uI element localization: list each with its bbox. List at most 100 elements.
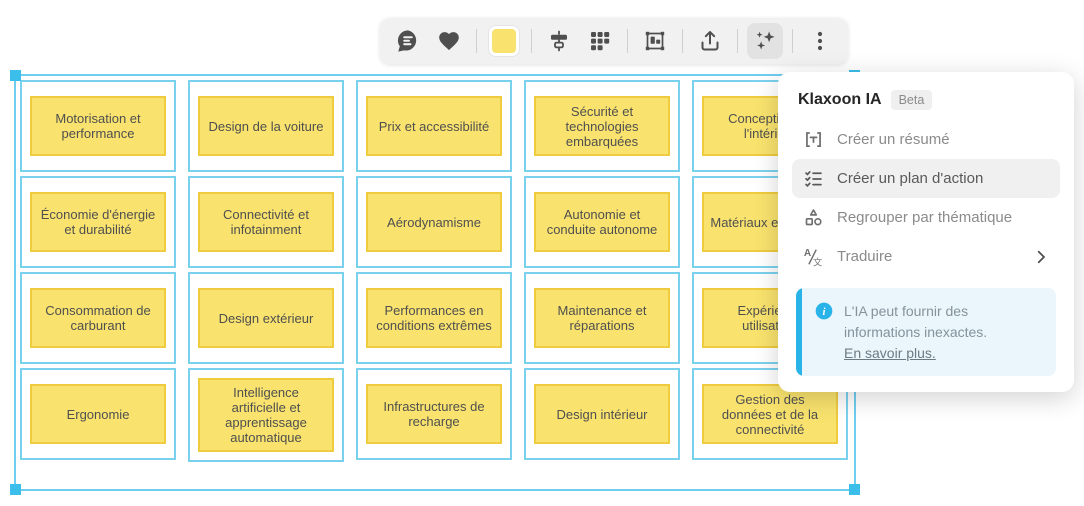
note-selection-outline[interactable]: Économie d'énergie et durabilité [20, 176, 176, 268]
menu-item-create-action-plan[interactable]: Créer un plan d'action [792, 159, 1060, 198]
note-selection-outline[interactable]: Connectivité et infotainment [188, 176, 344, 268]
sticky-note[interactable]: Design extérieur [198, 288, 334, 348]
align-center-icon [547, 29, 571, 53]
toolbar-separator [682, 29, 683, 53]
frame-icon [643, 29, 667, 53]
kebab-menu-icon [808, 29, 832, 53]
categorize-button[interactable] [582, 23, 618, 59]
sticky-note-text: Performances en conditions extrêmes [376, 303, 492, 333]
sticky-note-text: Connectivité et infotainment [223, 207, 309, 237]
selection-handle-bottom-right[interactable] [849, 484, 860, 495]
notice-accent-bar [796, 288, 802, 376]
toolbar-separator [476, 29, 477, 53]
sticky-note[interactable]: Connectivité et infotainment [198, 192, 334, 252]
note-selection-outline[interactable]: Design extérieur [188, 272, 344, 364]
grid-dots-icon [588, 29, 612, 53]
sticky-note[interactable]: Autonomie et conduite autonome [534, 192, 670, 252]
menu-header: Klaxoon IA Beta [792, 90, 1060, 110]
sticky-note[interactable]: Motorisation et performance [30, 96, 166, 156]
sticky-note-text: Design de la voiture [208, 118, 324, 134]
action-plan-icon [802, 168, 824, 190]
note-selection-outline[interactable]: Performances en conditions extrêmes [356, 272, 512, 364]
beta-badge: Beta [890, 90, 933, 110]
note-selection-outline[interactable]: Design de la voiture [188, 80, 344, 172]
sticky-note[interactable]: Gestion des données et de la connectivit… [702, 384, 838, 444]
sticky-note[interactable]: Intelligence artificielle et apprentissa… [198, 378, 334, 452]
favorite-button[interactable] [431, 23, 467, 59]
note-selection-outline[interactable]: Sécurité et technologies embarquées [524, 80, 680, 172]
menu-item-group-by-theme[interactable]: Regrouper par thématique [792, 198, 1060, 237]
notice-text: L'IA peut fournir des informations inexa… [844, 303, 988, 340]
sticky-note-text: Sécurité et technologies embarquées [565, 103, 639, 149]
svg-text:A: A [804, 248, 812, 259]
sticky-note-text: Maintenance et réparations [557, 303, 647, 333]
yellow-color-swatch-icon [489, 26, 519, 56]
toolbar-separator [627, 29, 628, 53]
ai-disclaimer-box: i L'IA peut fournir des informations ine… [796, 288, 1056, 376]
klaxoon-ia-menu: Klaxoon IA Beta Créer un résumé Créer un… [778, 72, 1074, 392]
frame-button[interactable] [637, 23, 673, 59]
note-selection-outline[interactable]: Gestion des données et de la connectivit… [692, 368, 848, 460]
note-selection-outline[interactable]: Ergonomie [20, 368, 176, 460]
info-icon: i [814, 301, 834, 363]
menu-item-create-summary[interactable]: Créer un résumé [792, 120, 1060, 159]
comment-button[interactable] [390, 23, 426, 59]
sticky-note-text: Intelligence artificielle et apprentissa… [225, 385, 307, 445]
note-selection-outline[interactable]: Intelligence artificielle et apprentissa… [188, 368, 344, 462]
sticky-note-text: Motorisation et performance [55, 111, 141, 141]
align-button[interactable] [541, 23, 577, 59]
menu-item-label: Créer un plan d'action [837, 170, 984, 187]
toolbar-separator [737, 29, 738, 53]
menu-item-label: Regrouper par thématique [837, 209, 1013, 226]
sticky-note[interactable]: Aérodynamisme [366, 192, 502, 252]
sticky-notes-grid: Motorisation et performance Design de la… [20, 80, 848, 464]
note-selection-outline[interactable]: Autonomie et conduite autonome [524, 176, 680, 268]
sticky-note[interactable]: Économie d'énergie et durabilité [30, 192, 166, 252]
sticky-note[interactable]: Consommation de carburant [30, 288, 166, 348]
note-selection-outline[interactable]: Maintenance et réparations [524, 272, 680, 364]
export-upload-icon [698, 29, 722, 53]
chevron-right-icon [1032, 248, 1050, 266]
menu-item-label: Créer un résumé [837, 131, 950, 148]
note-selection-outline[interactable]: Design intérieur [524, 368, 680, 460]
sticky-note[interactable]: Ergonomie [30, 384, 166, 444]
color-swatch-button[interactable] [486, 23, 522, 59]
ai-sparkles-icon [752, 28, 778, 54]
sticky-note-text: Consommation de carburant [45, 303, 151, 333]
toolbar-separator [531, 29, 532, 53]
note-selection-outline[interactable]: Consommation de carburant [20, 272, 176, 364]
note-selection-outline[interactable]: Prix et accessibilité [356, 80, 512, 172]
menu-title: Klaxoon IA [798, 91, 882, 108]
share-button[interactable] [692, 23, 728, 59]
sticky-note-text: Prix et accessibilité [378, 118, 490, 134]
sticky-note-text: Ergonomie [66, 406, 130, 422]
sticky-note[interactable]: Design intérieur [534, 384, 670, 444]
sticky-note[interactable]: Design de la voiture [198, 96, 334, 156]
sticky-note-text: Design intérieur [556, 406, 648, 422]
more-button[interactable] [802, 23, 838, 59]
ai-button[interactable] [747, 23, 783, 59]
sticky-note[interactable]: Prix et accessibilité [366, 96, 502, 156]
heart-icon [437, 29, 461, 53]
sticky-note-text: Aérodynamisme [387, 214, 481, 230]
sticky-note[interactable]: Performances en conditions extrêmes [366, 288, 502, 348]
toolbar-separator [792, 29, 793, 53]
learn-more-link[interactable]: En savoir plus. [844, 345, 936, 361]
svg-text:i: i [822, 306, 825, 318]
sticky-note[interactable]: Maintenance et réparations [534, 288, 670, 348]
sticky-note-text: Économie d'énergie et durabilité [40, 207, 156, 237]
group-by-theme-icon [802, 207, 824, 229]
note-selection-outline[interactable]: Infrastructures de recharge [356, 368, 512, 460]
note-selection-outline[interactable]: Motorisation et performance [20, 80, 176, 172]
selection-handle-bottom-left[interactable] [10, 484, 21, 495]
sticky-note-text: Design extérieur [218, 310, 314, 326]
note-selection-outline[interactable]: Aérodynamisme [356, 176, 512, 268]
context-toolbar [380, 18, 848, 64]
sticky-note[interactable]: Sécurité et technologies embarquées [534, 96, 670, 156]
sticky-note-text: Autonomie et conduite autonome [546, 207, 658, 237]
sticky-note[interactable]: Infrastructures de recharge [366, 384, 502, 444]
summary-icon [802, 129, 824, 151]
